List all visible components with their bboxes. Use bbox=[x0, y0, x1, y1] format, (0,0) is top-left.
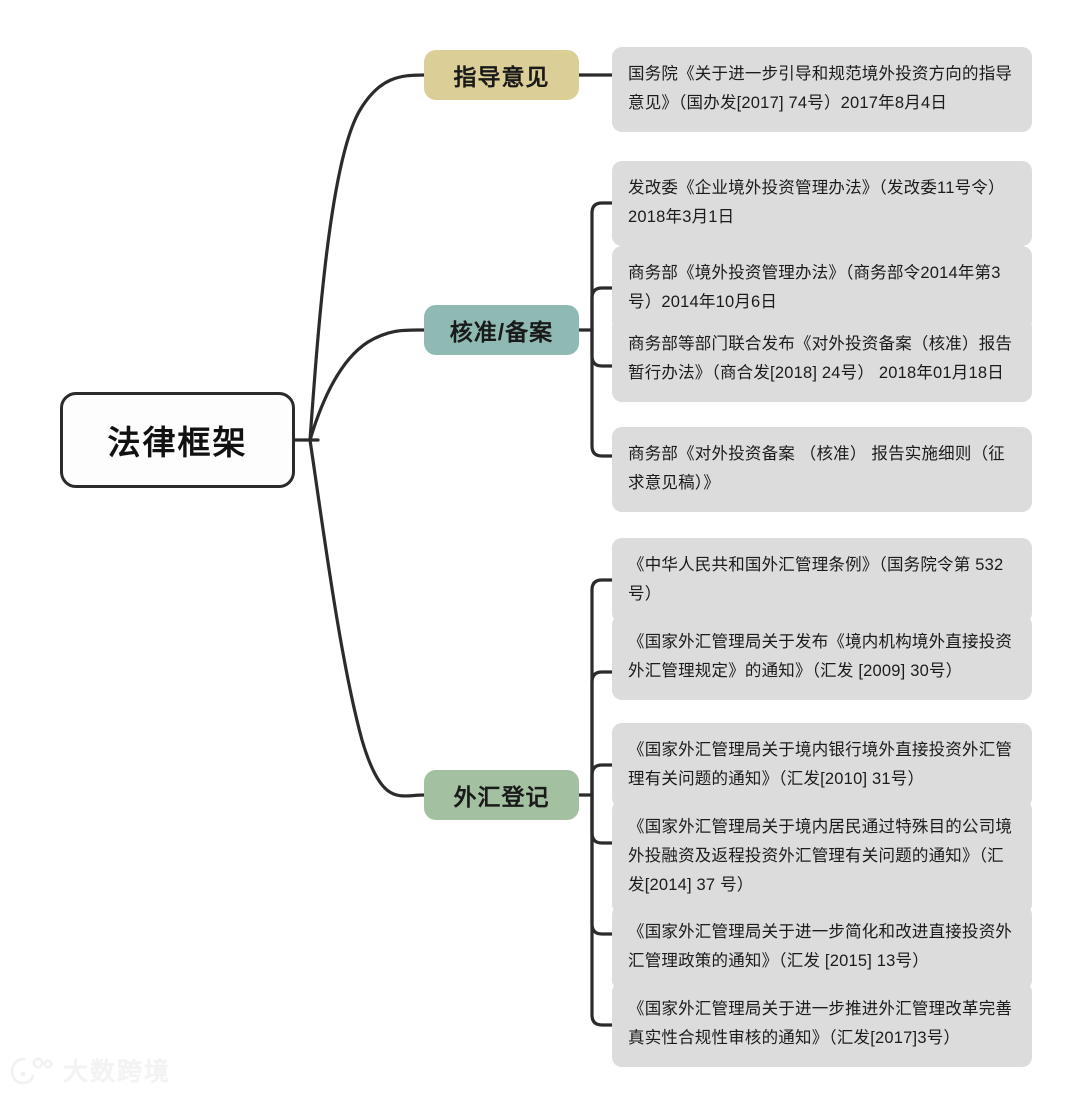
link-approval-leaf-3 bbox=[590, 328, 614, 458]
leaf-node-text: 《国家外汇管理局关于进一步推进外汇管理改革完善真实性合规性审核的通知》（汇发[2… bbox=[628, 1000, 1013, 1047]
watermark-text: 大数跨境 bbox=[63, 1058, 172, 1086]
leaf-node[interactable]: 发改委《企业境外投资管理办法》（发改委11号令） 2018年3月1日 bbox=[612, 161, 1032, 246]
link-forex-leaf-3 bbox=[590, 793, 614, 845]
link-approval-leaf-1 bbox=[590, 286, 614, 332]
leaf-node[interactable]: 商务部等部门联合发布《对外投资备案（核准）报告暂行办法》（商合发[2018] 2… bbox=[612, 317, 1032, 402]
leaf-node[interactable]: 《国家外汇管理局关于境内银行境外直接投资外汇管理有关问题的通知》（汇发[2010… bbox=[612, 723, 1032, 808]
link-root-to-guidance bbox=[308, 73, 426, 442]
link-approval-leaf-0 bbox=[590, 201, 614, 332]
leaf-node[interactable]: 商务部《对外投资备案 （核准） 报告实施细则（征求意见稿）》 bbox=[612, 427, 1032, 512]
logo-mark-icon bbox=[10, 1057, 53, 1085]
leaf-node[interactable]: 《国家外汇管理局关于进一步推进外汇管理改革完善真实性合规性审核的通知》（汇发[2… bbox=[612, 982, 1032, 1067]
branch-node-approval-filing[interactable]: 核准/备案 bbox=[424, 305, 579, 355]
branch-label-forex-registration: 外汇登记 bbox=[453, 784, 550, 810]
leaf-node-text: 发改委《企业境外投资管理办法》（发改委11号令） 2018年3月1日 bbox=[628, 179, 1005, 226]
root-node[interactable]: 法律框架 bbox=[60, 392, 295, 488]
link-forex-leaf-2 bbox=[590, 763, 614, 797]
leaf-node-text: 商务部《境外投资管理办法》（商务部令2014年第3号）2014年10月6日 bbox=[628, 264, 1001, 311]
leaf-node[interactable]: 《国家外汇管理局关于境内居民通过特殊目的公司境外投融资及返程投资外汇管理有关问题… bbox=[612, 800, 1032, 914]
branch-node-guidance[interactable]: 指导意见 bbox=[424, 50, 579, 100]
link-forex-leaf-1 bbox=[590, 670, 614, 797]
link-root-to-approval bbox=[308, 328, 426, 442]
leaf-node[interactable]: 《国家外汇管理局关于发布《境内机构境外直接投资外汇管理规定》的通知》（汇发 [2… bbox=[612, 615, 1032, 700]
leaf-node[interactable]: 《中华人民共和国外汇管理条例》（国务院令第 532 号） bbox=[612, 538, 1032, 623]
leaf-node-text: 《国家外汇管理局关于进一步简化和改进直接投资外汇管理政策的通知》（汇发 [201… bbox=[628, 923, 1013, 970]
link-root-to-forex bbox=[308, 438, 426, 798]
link-forex-leaf-5 bbox=[590, 793, 614, 1027]
root-node-label: 法律框架 bbox=[107, 424, 248, 461]
link-forex-leaf-4 bbox=[590, 793, 614, 936]
branch-label-approval-filing: 核准/备案 bbox=[449, 319, 554, 345]
link-forex-leaf-0 bbox=[590, 578, 614, 797]
leaf-node[interactable]: 《国家外汇管理局关于进一步简化和改进直接投资外汇管理政策的通知》（汇发 [201… bbox=[612, 905, 1032, 990]
branch-label-guidance: 指导意见 bbox=[453, 64, 550, 90]
leaf-node[interactable]: 国务院《关于进一步引导和规范境外投资方向的指导意见》（国办发[2017] 74号… bbox=[612, 47, 1032, 132]
leaf-node-text: 国务院《关于进一步引导和规范境外投资方向的指导意见》（国办发[2017] 74号… bbox=[628, 65, 1013, 112]
leaf-node-text: 商务部等部门联合发布《对外投资备案（核准）报告暂行办法》（商合发[2018] 2… bbox=[628, 335, 1013, 382]
leaf-node[interactable]: 商务部《境外投资管理办法》（商务部令2014年第3号）2014年10月6日 bbox=[612, 246, 1032, 331]
watermark: 大数跨境 bbox=[10, 1052, 171, 1088]
leaf-node-text: 《中华人民共和国外汇管理条例》（国务院令第 532 号） bbox=[628, 556, 1004, 603]
link-approval-leaf-2 bbox=[590, 328, 614, 368]
leaf-node-text: 《国家外汇管理局关于境内居民通过特殊目的公司境外投融资及返程投资外汇管理有关问题… bbox=[628, 818, 1013, 894]
leaf-node-text: 《国家外汇管理局关于境内银行境外直接投资外汇管理有关问题的通知》（汇发[2010… bbox=[628, 741, 1013, 788]
leaf-node-text: 《国家外汇管理局关于发布《境内机构境外直接投资外汇管理规定》的通知》（汇发 [2… bbox=[628, 633, 1013, 680]
branch-node-forex-registration[interactable]: 外汇登记 bbox=[424, 770, 579, 820]
leaf-node-text: 商务部《对外投资备案 （核准） 报告实施细则（征求意见稿）》 bbox=[628, 445, 1005, 492]
